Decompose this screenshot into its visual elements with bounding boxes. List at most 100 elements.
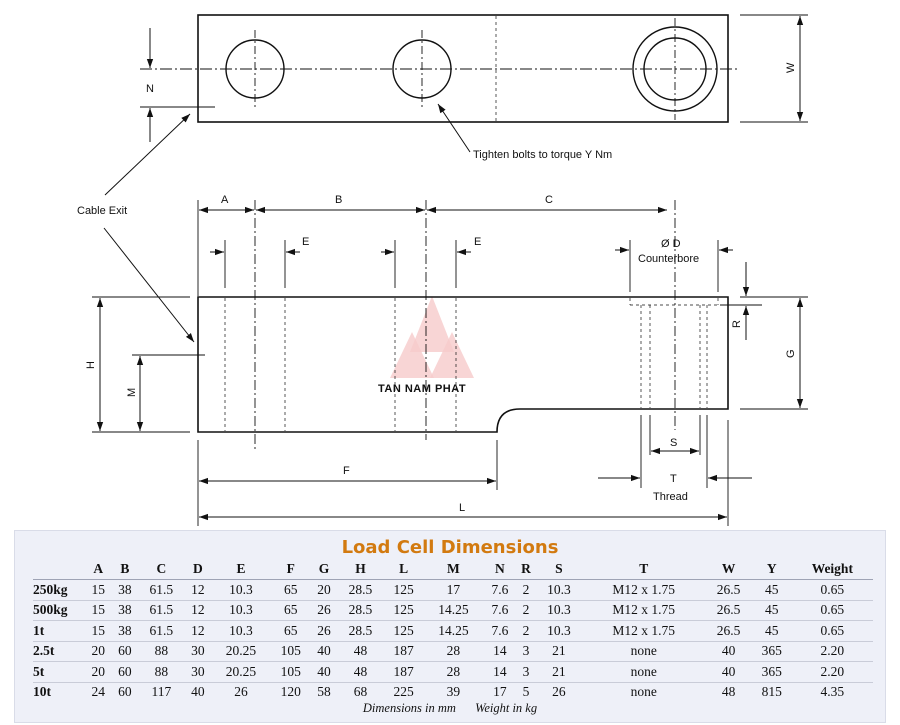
table-cell: M12 x 1.75: [582, 599, 706, 621]
column-header: A: [93, 561, 104, 576]
table-cell: 40: [184, 681, 212, 702]
table-cell: 65: [270, 599, 311, 621]
table-cell: 26: [310, 599, 338, 621]
column-header: E: [236, 561, 246, 576]
table-cell: 20: [85, 640, 112, 662]
table-cell: 14.25: [423, 599, 484, 621]
table-cell: none: [582, 640, 706, 662]
dim-label-e2: E: [474, 236, 481, 248]
table-cell: 45: [751, 620, 792, 641]
table-cell: 38: [111, 620, 139, 641]
watermark-logo: TAN NAM PHAT: [378, 296, 474, 395]
table-cell: 28.5: [337, 599, 384, 621]
table-cell: 365: [751, 661, 792, 682]
table-title: Load Cell Dimensions: [341, 537, 559, 558]
table-cell: 48: [705, 681, 752, 702]
column-header: D: [192, 561, 203, 576]
table-cell: 117: [138, 681, 185, 702]
table-cell: 10.3: [535, 620, 583, 641]
row-label: 1t: [33, 620, 85, 641]
dim-label-n: N: [146, 83, 154, 95]
column-header: N: [495, 561, 505, 576]
dim-label-l: L: [459, 502, 465, 514]
table-cell: 14: [483, 661, 517, 682]
row-label: 10t: [33, 681, 85, 702]
table-cell: 24: [85, 681, 112, 702]
column-header: L: [399, 561, 409, 576]
table-cell: 120: [270, 681, 311, 702]
table-cell: 17: [483, 681, 517, 702]
table-cell: 7.6: [483, 599, 517, 621]
table-cell: 26.5: [705, 579, 752, 600]
table-cell: 61.5: [138, 579, 185, 600]
dim-label-g: G: [785, 349, 797, 358]
table-cell: 48: [337, 661, 384, 682]
table-cell: 125: [383, 620, 424, 641]
watermark-text: TAN NAM PHAT: [378, 383, 466, 395]
table-cell: 20.25: [211, 640, 271, 662]
table-cell: 45: [751, 579, 792, 600]
table-cell: none: [582, 681, 706, 702]
table-cell: 60: [111, 661, 139, 682]
column-header: C: [156, 561, 167, 576]
table-cell: 30: [184, 661, 212, 682]
row-label: 5t: [33, 661, 85, 682]
column-header: H: [355, 561, 366, 576]
table-cell: 10.3: [535, 579, 583, 600]
table-cell: 225: [383, 681, 424, 702]
column-header: S: [555, 561, 563, 576]
table-cell: 26: [211, 681, 271, 702]
table-cell: 20.25: [211, 661, 271, 682]
table-cell: 2: [516, 579, 536, 600]
table-cell: 12: [184, 599, 212, 621]
table-cell: 45: [751, 599, 792, 621]
column-header: Y: [766, 561, 777, 576]
table-cell: 15: [85, 579, 112, 600]
table-cell: none: [582, 661, 706, 682]
table-cell: M12 x 1.75: [582, 579, 706, 600]
column-header: T: [639, 561, 649, 576]
table-cell: 3: [516, 640, 536, 662]
table-cell: 5: [516, 681, 536, 702]
dim-label-s: S: [670, 437, 677, 449]
column-header: Weight: [811, 561, 853, 576]
table-cell: 39: [423, 681, 484, 702]
load-cell-drawing: TAN NAM PHAT: [77, 14, 808, 526]
table-cell: 365: [751, 640, 792, 662]
column-header: M: [447, 561, 460, 576]
table-cell: 4.35: [791, 681, 873, 702]
label-counterbore: Counterbore: [638, 253, 699, 265]
table-cell: 26: [310, 620, 338, 641]
table-cell: 28.5: [337, 620, 384, 641]
table-cell: 38: [111, 579, 139, 600]
table-cell: 125: [383, 599, 424, 621]
label-thread: Thread: [653, 491, 688, 503]
table-cell: 2: [516, 599, 536, 621]
table-cell: 68: [337, 681, 384, 702]
dim-label-e1: E: [302, 236, 309, 248]
dim-label-m: M: [126, 388, 138, 397]
dim-label-c: C: [545, 194, 553, 206]
table-cell: 15: [85, 620, 112, 641]
column-header: W: [721, 561, 736, 576]
table-cell: 10.3: [535, 599, 583, 621]
table-cell: 28.5: [337, 579, 384, 600]
dim-label-f: F: [343, 465, 350, 477]
table-cell: 7.6: [483, 579, 517, 600]
column-header-size: [33, 559, 85, 580]
table-cell: 2.20: [791, 640, 873, 662]
table-cell: 0.65: [791, 579, 873, 600]
table-cell: 17: [423, 579, 484, 600]
table-cell: 105: [270, 661, 311, 682]
dim-label-b: B: [335, 194, 342, 206]
table-cell: 40: [310, 640, 338, 662]
row-label: 250kg: [33, 579, 85, 600]
dim-label-h: H: [85, 361, 97, 369]
table-cell: 815: [751, 681, 792, 702]
table-cell: 88: [138, 640, 185, 662]
